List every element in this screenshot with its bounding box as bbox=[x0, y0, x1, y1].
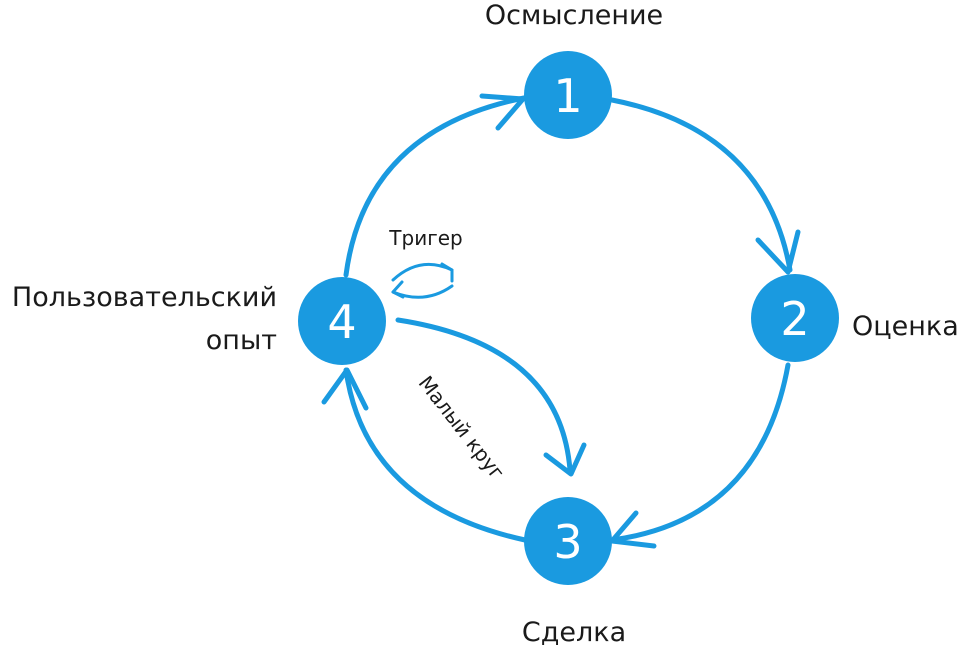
arrow-head-icon bbox=[609, 510, 657, 549]
node-2: 2 bbox=[751, 274, 839, 362]
label-trigger: Тригер bbox=[388, 226, 462, 250]
arrow-head-icon bbox=[543, 442, 587, 477]
label-user-experience-line2: опыт bbox=[206, 325, 277, 356]
arc-small-loop bbox=[395, 317, 573, 473]
node-3: 3 bbox=[524, 497, 612, 585]
arc-3-to-4 bbox=[343, 367, 528, 543]
arrow-head-icon bbox=[321, 367, 369, 411]
label-sdelka: Сделка bbox=[522, 617, 626, 648]
node-1-number: 1 bbox=[553, 69, 582, 123]
label-small-loop: Малый круг bbox=[414, 371, 510, 484]
node-2-number: 2 bbox=[780, 292, 809, 346]
label-user-experience-line1: Пользовательский bbox=[12, 282, 277, 313]
arc-2-to-3 bbox=[609, 362, 791, 543]
arc-4-to-1 bbox=[343, 95, 527, 278]
arrow-head-icon bbox=[755, 229, 801, 275]
label-osmyslenie: Осмысление bbox=[485, 0, 663, 31]
arc-1-to-2 bbox=[609, 97, 793, 273]
node-4: 4 bbox=[298, 277, 386, 365]
label-otsenka: Оценка bbox=[852, 311, 959, 342]
refresh-icon bbox=[391, 262, 454, 299]
node-1: 1 bbox=[524, 51, 612, 139]
node-3-number: 3 bbox=[553, 515, 582, 569]
arrow-head-icon bbox=[479, 93, 526, 131]
node-4-number: 4 bbox=[327, 295, 356, 349]
